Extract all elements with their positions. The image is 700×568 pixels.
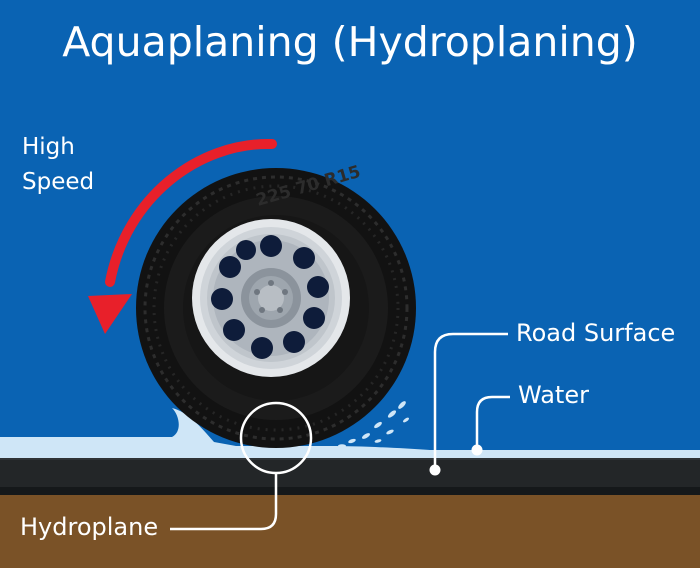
hydroplane-label: Hydroplane [20,513,159,541]
road-surface [0,459,700,487]
high-speed-label: High Speed [22,130,94,200]
rotation-arrow [88,138,277,334]
wheel-rim [192,219,350,377]
high-speed-label-line1: High [22,134,75,160]
water-marker [471,444,483,456]
water-film [0,408,700,458]
callout-road-surface [433,332,508,470]
road-dark-band [0,486,700,495]
road-surface-marker [429,464,441,476]
callout-hydroplane [170,401,313,531]
ground-soil [0,494,700,568]
road-surface-label: Road Surface [516,319,676,347]
water-label: Water [518,381,589,409]
water-spray [338,401,410,450]
page-title: Aquaplaning (Hydroplaning) [62,18,638,66]
callout-water [475,395,510,450]
high-speed-label-line2: Speed [22,169,95,195]
